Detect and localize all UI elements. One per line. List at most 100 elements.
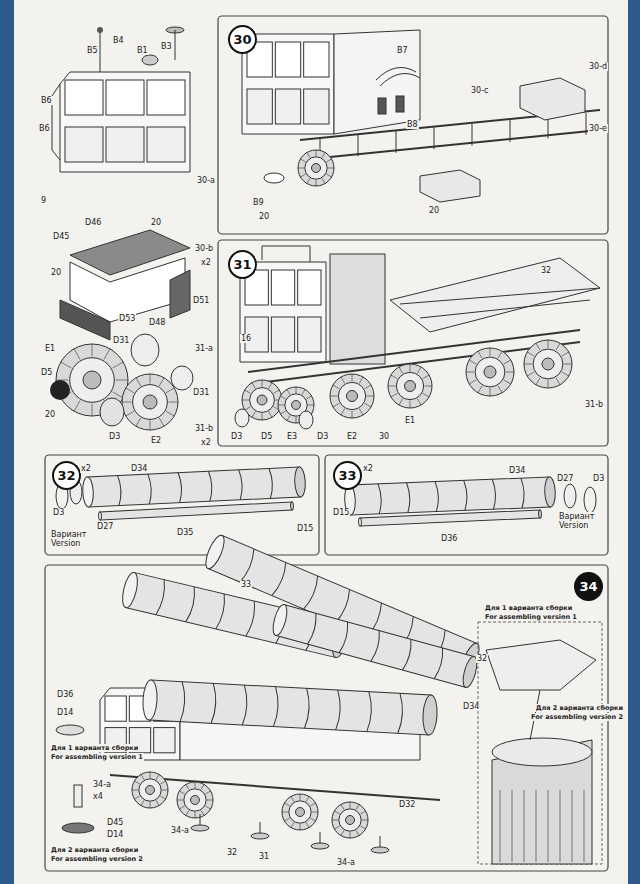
part-outline: [147, 80, 185, 115]
callout-number: B1: [136, 46, 149, 55]
tube-band: [398, 693, 404, 733]
step-panel: [325, 455, 608, 555]
part-outline: [564, 484, 576, 508]
part-line: [536, 378, 540, 385]
part-line: [113, 362, 124, 368]
part-line: [312, 812, 318, 813]
part-line: [298, 168, 304, 169]
part-line: [291, 822, 294, 827]
tube-band: [211, 683, 217, 723]
part-line: [179, 791, 184, 794]
part-outline: [242, 34, 334, 134]
part-line: [504, 360, 511, 364]
part-line: [166, 411, 174, 416]
part-line: [100, 30, 101, 72]
part-line: [287, 389, 290, 394]
callout-number: D35: [176, 528, 194, 537]
part-outline: [360, 510, 540, 526]
callout-number: B3: [160, 42, 173, 51]
part-line: [391, 375, 397, 379]
tube-end: [82, 477, 94, 507]
part-outline: [330, 254, 385, 364]
wheel-drawing: [122, 374, 178, 430]
part-line: [195, 812, 196, 818]
wheel-drawing: [466, 348, 514, 396]
part-line: [300, 159, 305, 162]
part-line: [150, 420, 151, 430]
step-number-text: 33: [338, 468, 356, 483]
callout-number: x2: [362, 464, 374, 473]
part-outline: [271, 270, 294, 305]
part-outline: [50, 380, 70, 400]
step-number: 31: [228, 250, 257, 279]
callout-number: 33: [240, 580, 252, 589]
wheel-drawing: [257, 395, 267, 405]
wheel-drawing: [405, 381, 416, 392]
part-line: [498, 386, 502, 393]
part-line: [356, 830, 359, 835]
part-line: [341, 830, 344, 835]
part-outline: [262, 246, 310, 262]
callout-number: E1: [404, 416, 416, 425]
part-line: [306, 796, 309, 801]
part-outline: [105, 696, 126, 721]
callout-number: B4: [112, 36, 125, 45]
part-line: [328, 168, 334, 169]
wheel-drawing: [533, 349, 563, 379]
wheel-drawing: [396, 372, 423, 399]
callout-number: Вариант: [558, 512, 595, 521]
part-line: [162, 790, 168, 791]
part-outline: [247, 89, 272, 124]
callout-number: D36: [56, 690, 74, 699]
part-line: [179, 806, 184, 809]
part-line: [359, 377, 363, 383]
part-line: [280, 411, 285, 414]
part-line: [308, 405, 314, 406]
step-number-text: 32: [57, 468, 75, 483]
step-panel: [218, 240, 608, 446]
callout-number: D34: [130, 464, 148, 473]
callout-number: B7: [396, 46, 409, 55]
wheel-drawing: [312, 164, 321, 173]
part-outline: [251, 833, 269, 839]
callout-number: D45: [52, 232, 70, 241]
part-line: [500, 790, 501, 862]
part-line: [365, 403, 371, 407]
part-line: [417, 367, 421, 373]
part-line: [350, 832, 351, 838]
part-outline: [52, 84, 60, 160]
part-line: [527, 372, 534, 376]
callout-number: 30-c: [470, 86, 489, 95]
part-outline: [299, 411, 313, 429]
part-outline: [142, 55, 158, 65]
part-outline: [149, 680, 431, 735]
part-outline: [87, 467, 300, 507]
wheel-drawing: [339, 809, 361, 831]
wheel-drawing: [338, 382, 365, 409]
callout-number: 30-b: [194, 244, 214, 253]
step-number: 32: [52, 461, 81, 490]
part-outline: [334, 30, 420, 134]
part-outline: [62, 823, 94, 833]
tube-drawing: [142, 680, 438, 736]
part-line: [300, 174, 305, 177]
part-line: [399, 367, 403, 373]
part-line: [287, 415, 290, 420]
callout-number: D34: [508, 466, 526, 475]
part-line: [326, 174, 331, 177]
tube-band: [269, 468, 273, 498]
part-line: [586, 113, 587, 135]
part-line: [282, 812, 288, 813]
tube-band: [339, 622, 350, 654]
part-line: [291, 796, 294, 801]
callout-number: D31: [112, 336, 130, 345]
tube-band: [246, 601, 257, 637]
callout-number: 31-b: [584, 400, 604, 409]
part-line: [284, 803, 289, 806]
wheel-drawing: [250, 388, 275, 413]
tube-band: [335, 589, 352, 623]
part-outline: [154, 728, 175, 753]
callout-number: 20: [50, 268, 62, 277]
callout-number: E2: [150, 436, 162, 445]
part-line: [396, 131, 397, 153]
